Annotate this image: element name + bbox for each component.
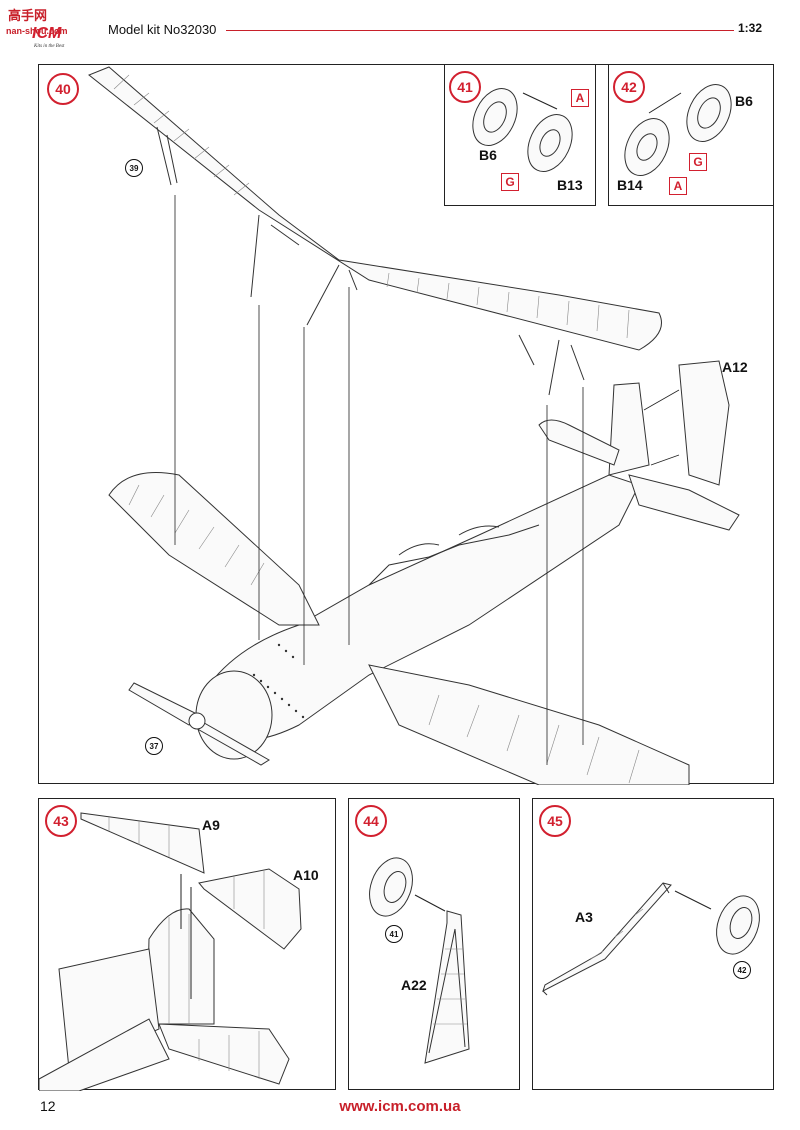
step-41-panel: 41 B6 B13 A G <box>444 64 596 206</box>
paint-code-g: G <box>501 173 519 191</box>
logo-slogan: Kits in the Best <box>33 44 65 49</box>
part-label-b6: B6 <box>479 147 497 163</box>
logo-url: nan-shou.com <box>6 26 68 36</box>
step-41-drawing <box>472 88 573 172</box>
step-ref-37: 37 <box>145 737 163 755</box>
page-number: 12 <box>40 1098 56 1114</box>
step-40-badge: 40 <box>47 73 79 105</box>
page-header: 高手网 nan-shou.com ICM Kits in the Best Mo… <box>0 0 800 56</box>
icm-logo: 高手网 nan-shou.com ICM Kits in the Best <box>6 8 68 49</box>
step-45-badge: 45 <box>539 805 571 837</box>
step-44-badge: 44 <box>355 805 387 837</box>
step-43-drawing <box>39 812 302 1091</box>
step-45-drawing <box>542 882 760 996</box>
scale-label: 1:32 <box>737 21 762 35</box>
step-44-drawing <box>369 857 470 1064</box>
step-42-badge: 42 <box>613 71 645 103</box>
paint-code-a: A <box>669 177 687 195</box>
step-41-badge: 41 <box>449 71 481 103</box>
part-label-a9: A9 <box>202 817 220 833</box>
part-label-a10: A10 <box>293 867 319 883</box>
paint-code-g: G <box>689 153 707 171</box>
part-label-a22: A22 <box>401 977 427 993</box>
step-42-drawing <box>624 84 732 176</box>
step-42-panel: 42 B6 B14 G A <box>608 64 774 206</box>
logo-site-name: 高手网 <box>8 8 47 24</box>
part-label-a12: A12 <box>722 359 748 375</box>
step-45-panel: 45 A3 42 <box>532 798 774 1090</box>
header-divider <box>226 30 734 31</box>
step-ref-39: 39 <box>125 159 143 177</box>
paint-code-a: A <box>571 89 589 107</box>
part-label-b14: B14 <box>617 177 643 193</box>
website-link[interactable]: www.icm.com.ua <box>339 1098 461 1115</box>
step-ref-42: 42 <box>733 961 751 979</box>
step-ref-41: 41 <box>385 925 403 943</box>
part-label-a3: A3 <box>575 909 593 925</box>
step-44-panel: 44 A22 41 <box>348 798 520 1090</box>
part-label-b13: B13 <box>557 177 583 193</box>
part-label-b6: B6 <box>735 93 753 109</box>
kit-title: Model kit No32030 <box>108 22 217 37</box>
step-43-panel: 43 A9 A10 <box>38 798 336 1091</box>
step-43-badge: 43 <box>45 805 77 837</box>
logo-brand: ICM <box>32 25 62 42</box>
step-40-drawing <box>88 66 740 785</box>
